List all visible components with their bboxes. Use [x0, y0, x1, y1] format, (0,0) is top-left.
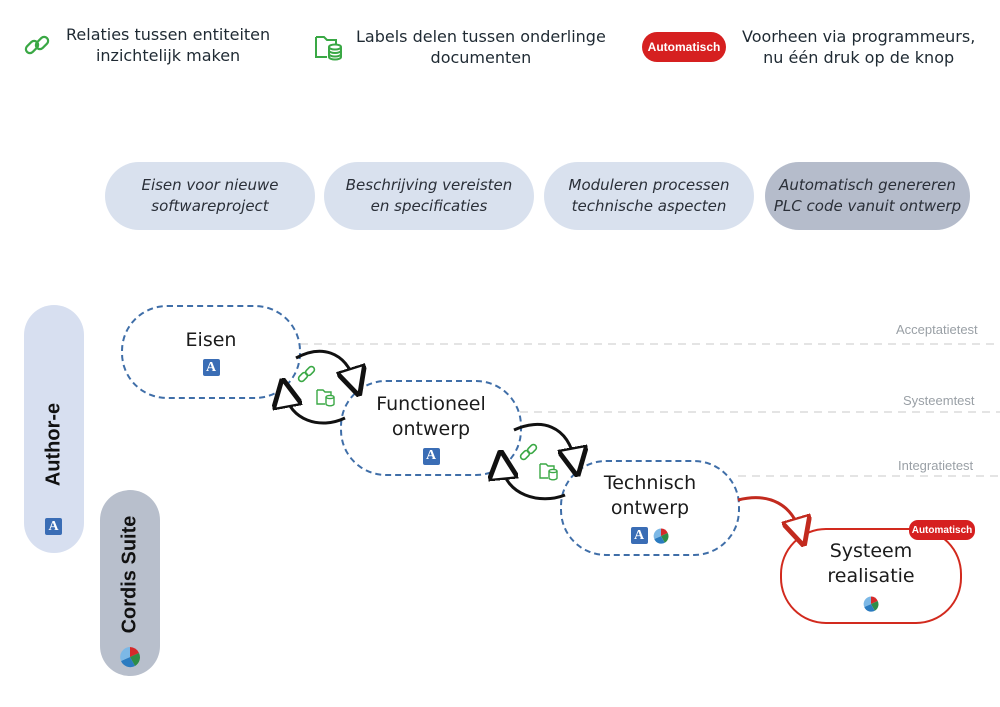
author-e-logo: A [630, 527, 648, 544]
legend-relations-text: Relaties tussen entiteiten inzichtelijk … [66, 25, 271, 65]
cordis-logo [653, 528, 668, 544]
cordis-suite-pill [100, 490, 160, 676]
systeem-automatic-badge: Automatisch [909, 520, 975, 540]
node-functioneel-label: Functioneel ontwerp [376, 392, 486, 440]
node-eisen: Eisen A [121, 305, 301, 399]
step-systeem-description: Automatisch genereren PLC code vanuit on… [765, 162, 970, 230]
node-functioneel: Functioneel ontwerp A [340, 380, 522, 476]
automatic-badge: Automatisch [642, 32, 726, 62]
node-eisen-label: Eisen [185, 329, 237, 351]
step-functioneel-description: Beschrijving vereisten en specificaties [324, 162, 534, 230]
acceptatietest-label: Acceptatietest [896, 322, 978, 337]
cordis-suite-label: Cordis Suite [118, 515, 141, 634]
cordis-logo [120, 647, 140, 668]
legend-automatic-text: Voorheen via programmeurs, nu één druk o… [742, 27, 976, 67]
step-text: Moduleren processen technische aspecten [568, 176, 730, 215]
legend-labels-text: Labels delen tussen onderlinge documente… [356, 27, 606, 67]
node-technisch: Technisch ontwerp A [560, 460, 740, 556]
step-text: Automatisch genereren PLC code vanuit on… [773, 176, 962, 215]
author-e-logo: A [422, 447, 440, 465]
step-technisch-description: Moduleren processen technische aspecten [544, 162, 754, 230]
legend-relations: Relaties tussen entiteiten inzichtelijk … [22, 24, 270, 66]
legend-labels: Labels delen tussen onderlinge documente… [314, 26, 606, 68]
link-icon [24, 35, 50, 55]
author-e-logo: A [202, 359, 220, 376]
node-icons [862, 595, 880, 613]
node-systeem: Systeem realisatie [780, 528, 962, 624]
author-e-pill [24, 305, 84, 553]
folder-database-icon [315, 36, 342, 61]
cordis-logo [863, 596, 879, 612]
step-text: Beschrijving vereisten en specificaties [345, 176, 513, 215]
step-text: Eisen voor nieuwe softwareproject [141, 176, 279, 215]
step-eisen-description: Eisen voor nieuwe softwareproject [105, 162, 315, 230]
node-technisch-label: Technisch ontwerp [603, 472, 697, 519]
node-icons: A [630, 527, 670, 545]
node-systeem-label: Systeem realisatie [827, 540, 915, 587]
node-icons: A [422, 447, 440, 465]
author-e-logo: A [45, 518, 62, 535]
legend-automatic: Automatisch Voorheen via programmeurs, n… [642, 26, 975, 68]
integratietest-label: Integratietest [898, 458, 974, 473]
systeemtest-label: Systeemtest [903, 393, 975, 408]
node-icons: A [202, 359, 220, 376]
author-e-label: Author-e [42, 402, 65, 487]
